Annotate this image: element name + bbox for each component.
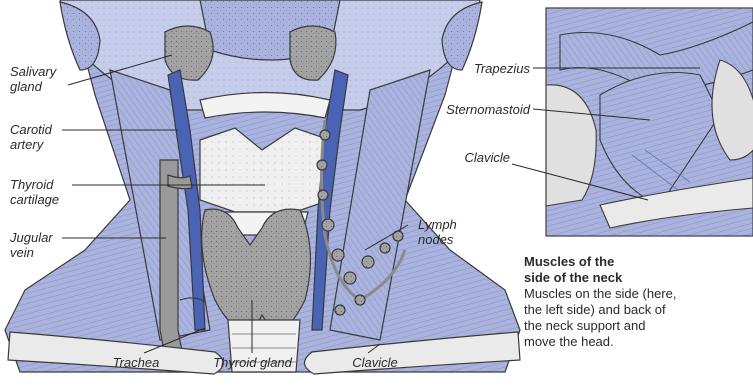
label-sternomastoid-text: Sternomastoid (446, 102, 530, 117)
caption-body-line2: the left side) and back of (524, 302, 752, 318)
inset-side-neck-figure (512, 8, 753, 236)
label-carotid-artery: Carotid artery (10, 122, 65, 152)
label-lymph-nodes-text: Lymph nodes (418, 217, 468, 247)
label-trachea: Trachea (96, 355, 176, 370)
caption-block: Muscles of the side of the neck Muscles … (524, 254, 752, 350)
caption-title-line1: Muscles of the (524, 254, 752, 270)
label-clavicle-inset: Clavicle (430, 150, 510, 165)
label-salivary-gland-text: Salivary gland (10, 64, 70, 94)
label-clavicle-main-text: Clavicle (352, 355, 398, 370)
caption-title-line2: side of the neck (524, 270, 752, 286)
label-clavicle-main: Clavicle (340, 355, 410, 370)
label-thyroid-gland: Thyroid gland (200, 355, 305, 370)
label-thyroid-cartilage-text: Thyroid cartilage (10, 177, 72, 207)
label-thyroid-cartilage: Thyroid cartilage (10, 177, 72, 207)
label-jugular-vein-text: Jugular vein (10, 230, 60, 260)
caption-body-line4: move the head. (524, 334, 752, 350)
caption-body-line1: Muscles on the side (here, (524, 286, 752, 302)
label-trachea-text: Trachea (113, 355, 160, 370)
label-trapezius-text: Trapezius (474, 61, 530, 76)
label-salivary-gland: Salivary gland (10, 64, 80, 94)
caption-body-line3: the neck support and (524, 318, 752, 334)
label-lymph-nodes: Lymph nodes (418, 217, 468, 247)
label-sternomastoid: Sternomastoid (400, 102, 530, 117)
main-neck-figure (5, 0, 520, 374)
left-salivary-gland (165, 26, 213, 80)
label-jugular-vein: Jugular vein (10, 230, 60, 260)
label-clavicle-inset-text: Clavicle (464, 150, 510, 165)
label-thyroid-gland-text: Thyroid gland (213, 355, 292, 370)
label-trapezius: Trapezius (420, 61, 530, 76)
label-carotid-artery-text: Carotid artery (10, 122, 65, 152)
